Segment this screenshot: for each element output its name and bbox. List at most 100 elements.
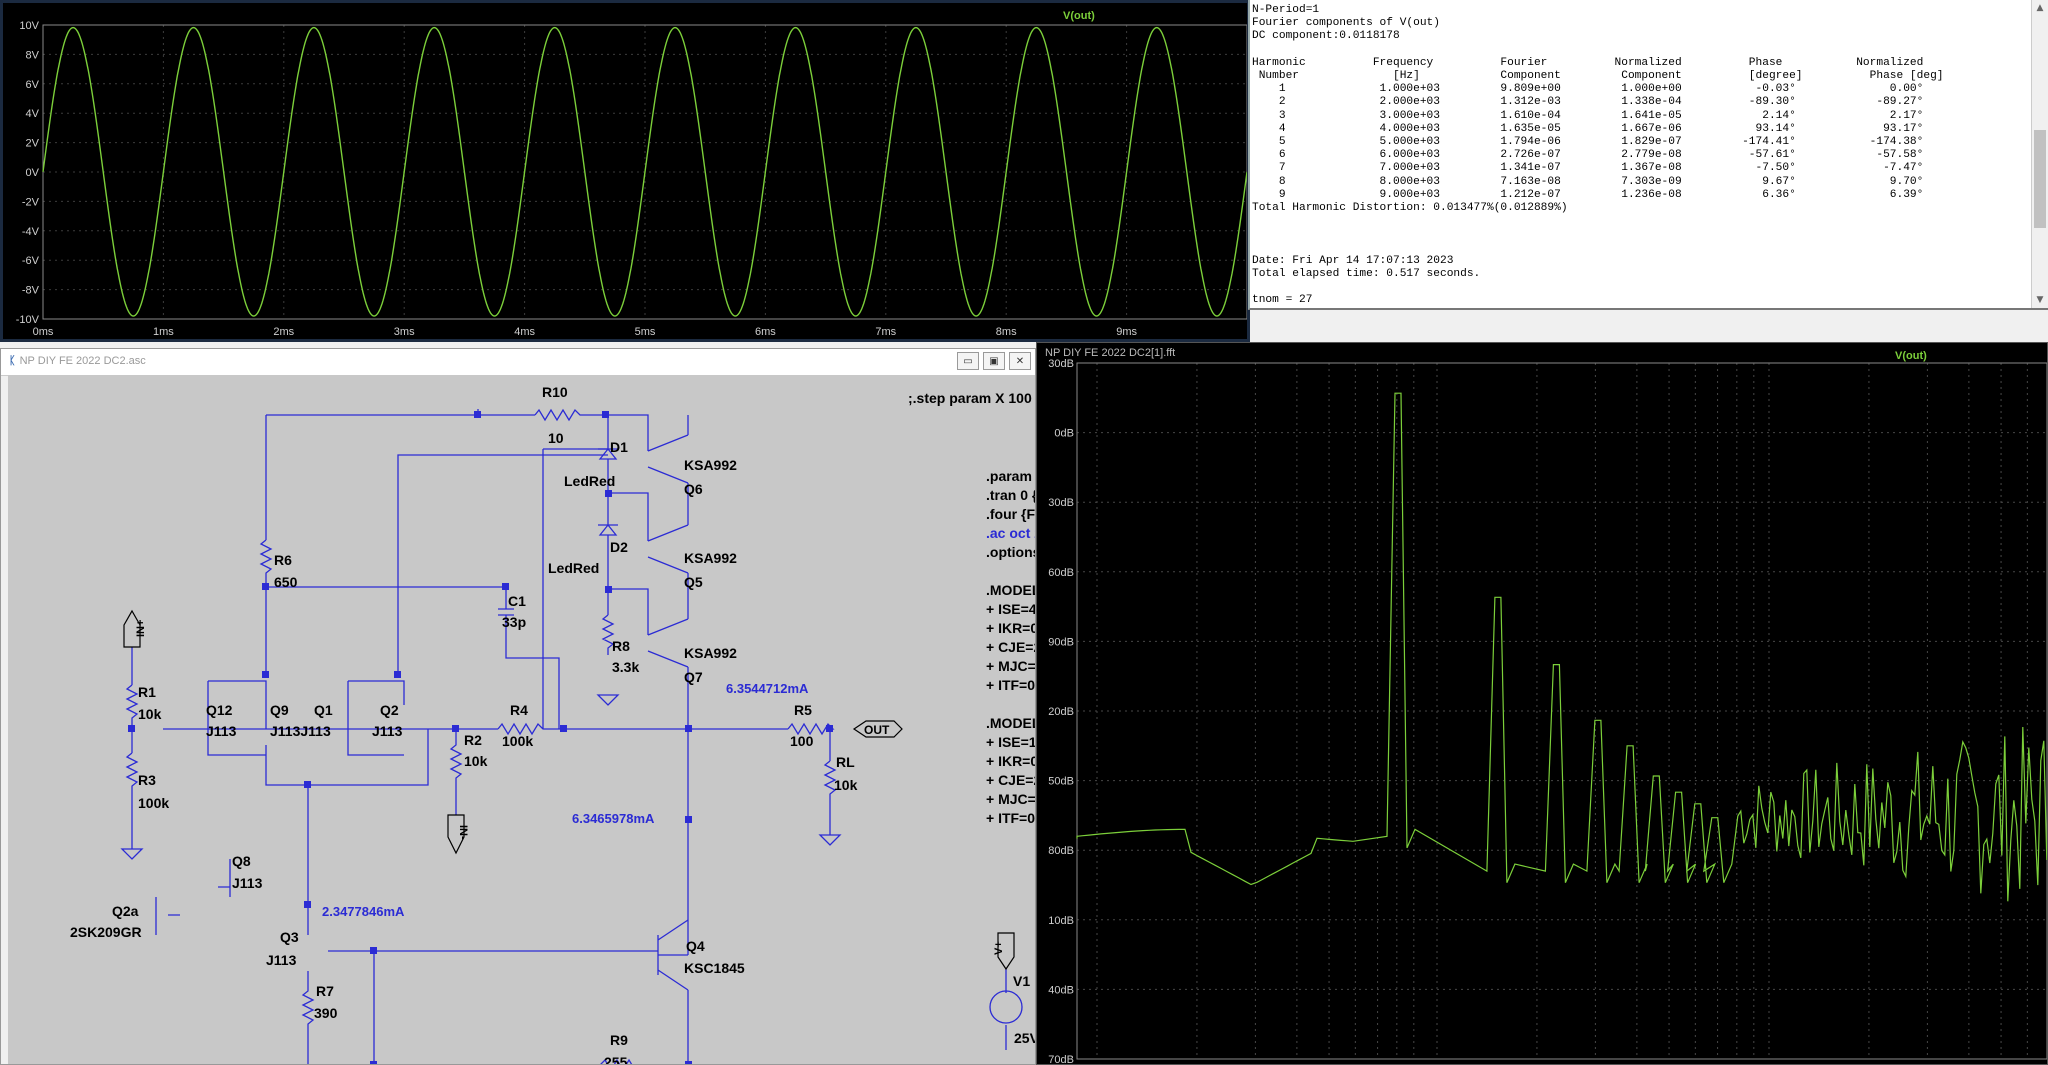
r4-label: R4 bbox=[510, 702, 528, 718]
d1-label: D1 bbox=[610, 439, 628, 455]
spice-directive[interactable]: + IKR=0 bbox=[986, 753, 1036, 769]
y-tick-label: -8V bbox=[22, 285, 40, 297]
r6-value: 650 bbox=[274, 574, 298, 590]
q8-model: J113 bbox=[232, 875, 263, 891]
y-tick-label: -4V bbox=[22, 226, 40, 238]
current-mid: 6.3465978mA bbox=[572, 811, 655, 826]
q3-model: J113 bbox=[266, 952, 297, 968]
close-button[interactable]: ✕ bbox=[1009, 352, 1031, 370]
x-tick-label: 1ms bbox=[153, 326, 174, 338]
x-tick-label: 5ms bbox=[635, 326, 656, 338]
spice-directive[interactable]: + MJC= bbox=[986, 791, 1036, 807]
spice-directive[interactable]: .four {Fr bbox=[986, 506, 1036, 522]
spice-directive[interactable]: + CJE=2 bbox=[986, 639, 1036, 655]
c1-label: C1 bbox=[508, 593, 526, 609]
port-in-minus[interactable]: IN- bbox=[447, 814, 469, 855]
fft-y-tick-label: 20dB bbox=[1048, 706, 1074, 718]
waveform-trace-label[interactable]: V(out) bbox=[1063, 10, 1095, 22]
spice-directive[interactable]: .param l bbox=[986, 468, 1036, 484]
schematic-drawing[interactable]: R10 10 D1 LedRed D2 LedRed KSA992 Q6 KSA… bbox=[8, 375, 1036, 1065]
spice-directive[interactable]: .ac oct 2 bbox=[986, 525, 1036, 541]
fft-y-tick-label: 30dB bbox=[1048, 358, 1074, 370]
voltage-source-v1[interactable] bbox=[989, 990, 1023, 1024]
q5-label: Q5 bbox=[684, 574, 703, 590]
x-tick-label: 4ms bbox=[514, 326, 535, 338]
x-tick-label: 0ms bbox=[33, 326, 54, 338]
fourier-output-log[interactable]: N-Period=1 Fourier components of V(out) … bbox=[1248, 0, 2048, 310]
scroll-thumb[interactable] bbox=[2034, 130, 2046, 228]
ground-symbols bbox=[120, 694, 842, 860]
q2a-model: 2SK209GR bbox=[70, 924, 142, 940]
spice-directive[interactable]: + ITF=0 bbox=[986, 810, 1035, 826]
maximize-button[interactable]: ▣ bbox=[983, 352, 1005, 370]
fft-chart[interactable]: 30dB0dB30dB60dB90dB20dB50dB80dB10dB40dB7… bbox=[1037, 343, 2047, 1064]
q12-model: J113 bbox=[206, 723, 237, 739]
vout-trace[interactable] bbox=[42, 26, 1247, 317]
minimize-button[interactable]: ▭ bbox=[957, 352, 979, 370]
spice-directive[interactable]: + ITF=0 bbox=[986, 677, 1035, 693]
r3-label: R3 bbox=[138, 772, 156, 788]
q2a-label: Q2a bbox=[112, 903, 139, 919]
plot-frame bbox=[42, 24, 1247, 320]
q4-label: Q4 bbox=[686, 938, 705, 954]
q8-label: Q8 bbox=[232, 853, 251, 869]
r9-value: 255 bbox=[604, 1054, 628, 1065]
spice-directive[interactable]: + MJC= bbox=[986, 658, 1036, 674]
q3-label: Q3 bbox=[280, 929, 299, 945]
spice-directive[interactable]: + CJE=2 bbox=[986, 772, 1036, 788]
r5-label: R5 bbox=[794, 702, 812, 718]
q5-model: KSA992 bbox=[684, 550, 737, 566]
q7-label: Q7 bbox=[684, 669, 703, 685]
r2-label: R2 bbox=[464, 732, 482, 748]
spice-directive[interactable]: + IKR=0 bbox=[986, 620, 1036, 636]
d2-value: LedRed bbox=[548, 560, 599, 576]
fft-trace-label[interactable]: V(out) bbox=[1895, 350, 1927, 362]
r3-value: 100k bbox=[138, 795, 169, 811]
y-tick-label: 10V bbox=[19, 20, 39, 32]
r2-value: 10k bbox=[464, 753, 488, 769]
scroll-down-icon[interactable]: ▼ bbox=[2036, 295, 2044, 305]
spice-directive[interactable]: + ISE=1 bbox=[986, 734, 1036, 750]
spice-directive[interactable]: + ISE=4 bbox=[986, 601, 1036, 617]
q4-model: KSC1845 bbox=[684, 960, 745, 976]
spice-directive[interactable]: .tran 0 { bbox=[986, 487, 1036, 503]
q2-label: Q2 bbox=[380, 702, 399, 718]
fft-y-tick-label: 60dB bbox=[1048, 567, 1074, 579]
port-in-plus[interactable]: IN+ bbox=[123, 609, 147, 648]
r7-label: R7 bbox=[316, 983, 334, 999]
spice-directive[interactable]: .MODEL bbox=[986, 715, 1036, 731]
schematic-icon: ᛕ bbox=[9, 355, 16, 367]
svg-text:OUT: OUT bbox=[864, 723, 890, 737]
fft-y-tick-label: 40dB bbox=[1048, 984, 1074, 996]
port-out[interactable]: OUT bbox=[852, 720, 903, 738]
x-tick-label: 9ms bbox=[1116, 326, 1137, 338]
y-tick-label: 6V bbox=[26, 79, 40, 91]
r1-value: 10k bbox=[138, 706, 162, 722]
schematic-canvas[interactable]: R10 10 D1 LedRed D2 LedRed KSA992 Q6 KSA… bbox=[8, 375, 1035, 1064]
step-directive[interactable]: ;.step param X 100 1 bbox=[908, 390, 1036, 406]
fft-y-tick-label: 0dB bbox=[1054, 428, 1074, 440]
spice-directive[interactable]: .MODEL bbox=[986, 582, 1036, 598]
scroll-up-icon[interactable]: ▲ bbox=[2036, 3, 2044, 13]
fft-vout-trace[interactable] bbox=[1076, 392, 2047, 902]
q9-label: Q9 bbox=[270, 702, 289, 718]
fft-y-tick-label: 50dB bbox=[1048, 776, 1074, 788]
r10-label: R10 bbox=[542, 384, 568, 400]
rl-value: 10k bbox=[834, 777, 858, 793]
y-tick-label: 8V bbox=[26, 49, 40, 61]
r7-value: 390 bbox=[314, 1005, 338, 1021]
rl-label: RL bbox=[836, 754, 855, 770]
port-v-plus[interactable]: V+ bbox=[993, 932, 1015, 971]
log-scrollbar[interactable]: ▲ ▼ bbox=[2031, 0, 2048, 308]
spice-directive[interactable]: .options bbox=[986, 544, 1036, 560]
r6-label: R6 bbox=[274, 552, 292, 568]
d1-value: LedRed bbox=[564, 473, 615, 489]
r1-label: R1 bbox=[138, 684, 156, 700]
r5-value: 100 bbox=[790, 733, 814, 749]
fft-y-tick-label: 30dB bbox=[1048, 497, 1074, 509]
